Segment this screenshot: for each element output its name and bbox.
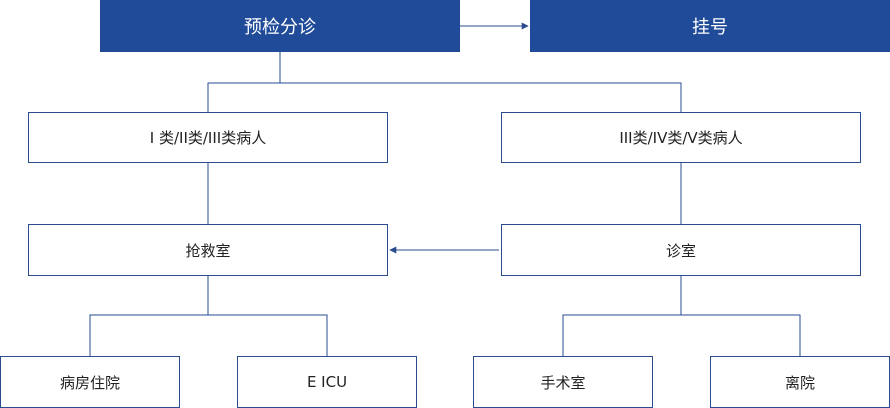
- class-1-3-patients-box: I 类/II类/III类病人: [28, 112, 388, 163]
- line-to-operating-room: [562, 276, 682, 356]
- line-to-eicu: [208, 314, 328, 356]
- discharge-box: 离院: [710, 356, 890, 408]
- line-to-class-1-3: [207, 52, 281, 112]
- line-to-class-3-5: [280, 82, 682, 112]
- operating-room-box: 手术室: [473, 356, 653, 408]
- consultation-room-box: 诊室: [501, 224, 861, 276]
- eicu-box: E ICU: [237, 356, 417, 408]
- ward-admission-box: 病房住院: [0, 356, 180, 408]
- registration-box: 挂号: [530, 0, 890, 52]
- line-to-discharge: [681, 314, 801, 356]
- resuscitation-room-box: 抢救室: [28, 224, 388, 276]
- pre-triage-box: 预检分诊: [100, 0, 460, 52]
- class-3-5-patients-box: III类/IV类/V类病人: [501, 112, 861, 163]
- line-to-ward: [89, 276, 209, 356]
